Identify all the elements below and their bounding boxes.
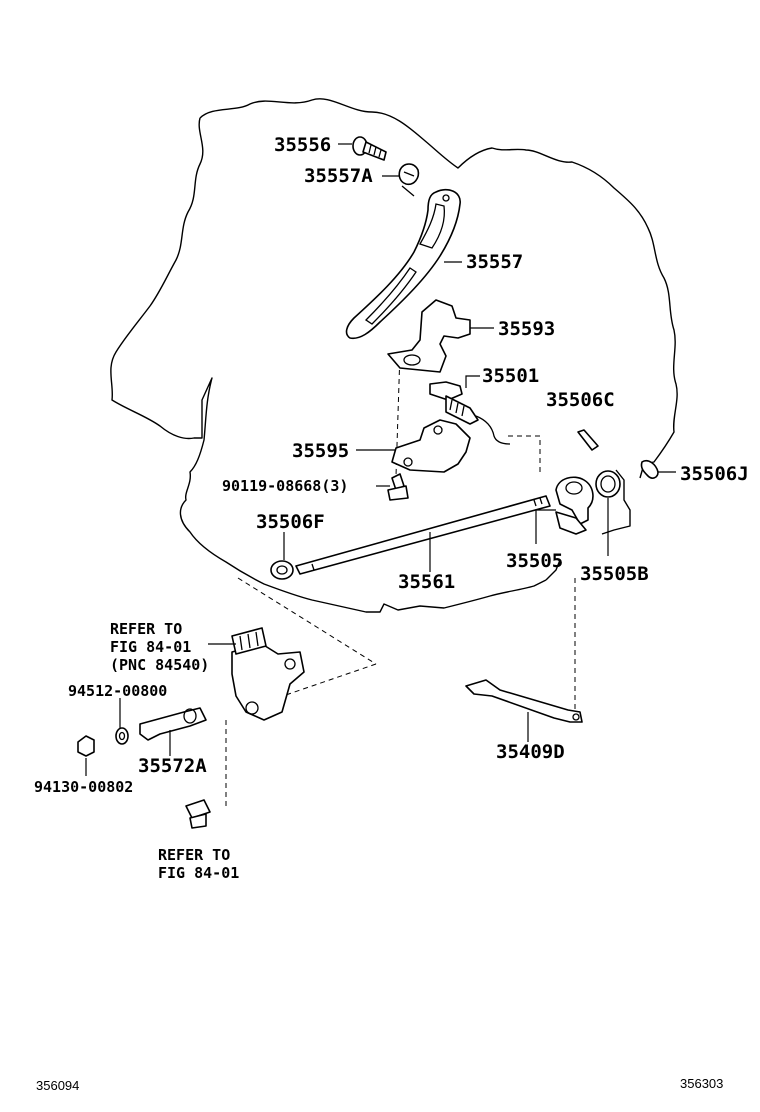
part-35506f-seal <box>270 560 294 580</box>
label-35561: 35561 <box>398 571 455 593</box>
part-94512-washer <box>115 727 129 745</box>
label-35595: 35595 <box>292 440 349 462</box>
label-35557a: 35557A <box>304 165 373 187</box>
reference-line: REFER TO <box>158 846 230 864</box>
label-35593: 35593 <box>498 318 555 340</box>
transmission-case-outline <box>110 98 678 613</box>
part-35506c-pin <box>577 429 599 451</box>
part-labels: 35556 35557A 35557 35593 35501 35506C 35… <box>34 134 749 796</box>
label-35572a: 35572A <box>138 755 207 777</box>
part-35595-bracket <box>391 419 471 473</box>
part-35572a-lever <box>139 707 207 741</box>
label-90119: 90119-08668(3) <box>222 477 348 495</box>
label-35501: 35501 <box>482 365 539 387</box>
label-35557: 35557 <box>466 251 523 273</box>
part-94130-nut <box>77 735 95 757</box>
part-35557a-clip <box>398 163 420 197</box>
leader-lines <box>85 143 676 776</box>
label-35556: 35556 <box>274 134 331 156</box>
label-94130: 94130-00802 <box>34 778 133 796</box>
part-35501-cable <box>429 381 511 445</box>
label-35506f: 35506F <box>256 511 325 533</box>
footer-code-right: 356303 <box>680 1076 723 1091</box>
part-35409d-rod <box>465 679 583 723</box>
part-35561-shaft <box>295 495 551 575</box>
label-35505b: 35505B <box>580 563 649 585</box>
label-35409d: 35409D <box>496 741 565 763</box>
label-35506j: 35506J <box>680 463 749 485</box>
footer-code-left: 356094 <box>36 1078 79 1093</box>
reference-note-bottom: REFER TO FIG 84-01 <box>158 846 239 882</box>
part-90119-bolt <box>387 473 409 501</box>
part-neutral-switch <box>231 627 305 721</box>
reference-line: FIG 84-01 <box>158 864 239 882</box>
reference-line: (PNC 84540) <box>110 656 209 674</box>
label-94512: 94512-00800 <box>68 682 167 700</box>
part-35505b-bushing <box>595 470 621 498</box>
reference-note-top: REFER TO FIG 84-01 (PNC 84540) <box>110 620 209 674</box>
part-35593-bracket <box>387 299 471 373</box>
label-35506c: 35506C <box>546 389 615 411</box>
reference-line: FIG 84-01 <box>110 638 191 656</box>
part-35557-detent-plate <box>345 188 461 340</box>
label-35505: 35505 <box>506 550 563 572</box>
reference-line: REFER TO <box>110 620 182 638</box>
part-switch-bolt <box>185 799 211 829</box>
part-35556-bolt <box>352 136 387 161</box>
part-35505-lever <box>555 476 594 535</box>
part-35506j-clip <box>640 459 659 479</box>
